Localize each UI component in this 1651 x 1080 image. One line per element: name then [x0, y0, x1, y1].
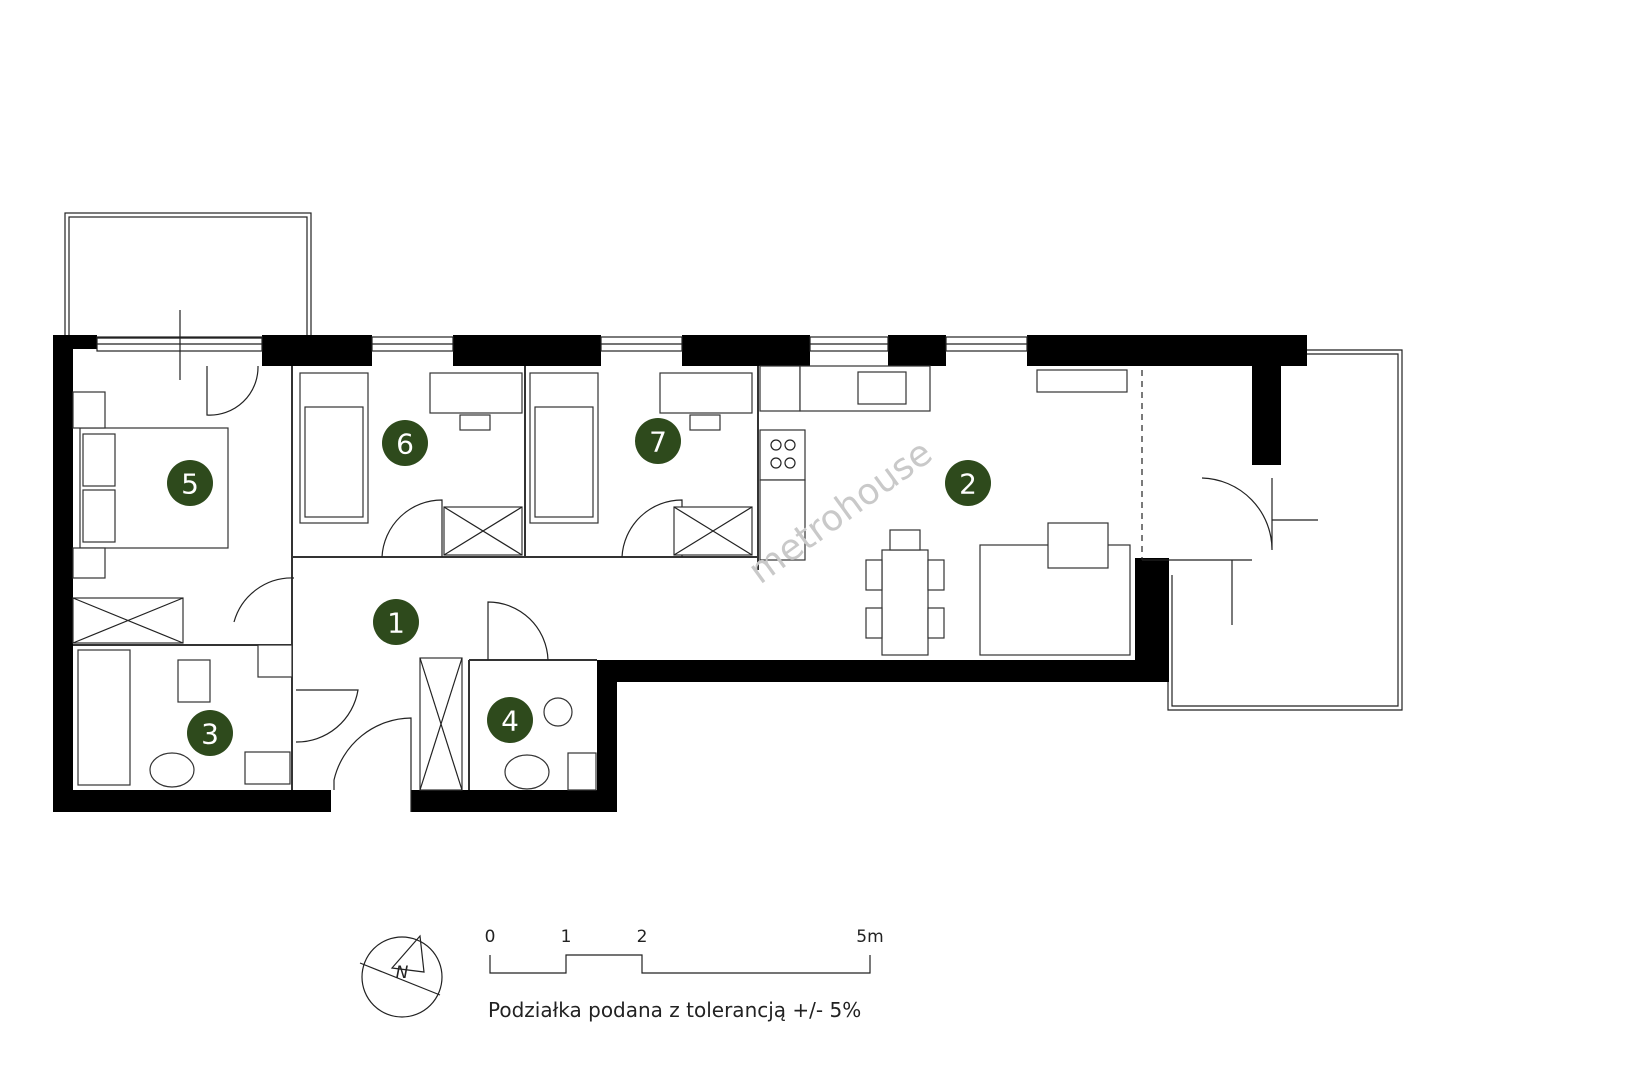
scale-tick-2: 2	[637, 927, 648, 947]
room-4-badge: 4	[487, 697, 533, 743]
room-3-badge: 3	[187, 710, 233, 756]
room-2-badge: 2	[945, 460, 991, 506]
furniture	[72, 365, 1131, 791]
scale-bar: 0 1 2 5m	[485, 927, 884, 974]
room-4-number: 4	[501, 705, 519, 738]
scale-tick-5m: 5m	[856, 927, 883, 947]
room-5-badge: 5	[167, 460, 213, 506]
scale-tick-0: 0	[485, 927, 496, 947]
scale-tolerance-note: Podziałka podana z tolerancją +/- 5%	[488, 998, 862, 1022]
compass-label: N	[396, 963, 409, 983]
room-5-number: 5	[181, 468, 199, 501]
room-2-number: 2	[959, 468, 977, 501]
exterior-walls	[53, 335, 1307, 812]
scale-tick-1: 1	[561, 927, 572, 947]
room-3-number: 3	[201, 718, 219, 751]
room-7-number: 7	[649, 426, 667, 459]
balcony-left	[64, 212, 312, 339]
room-1-number: 1	[387, 607, 405, 640]
balcony-right	[1167, 349, 1403, 711]
room-6-badge: 6	[382, 420, 428, 466]
room-1-badge: 1	[373, 599, 419, 645]
doors	[179, 310, 1318, 812]
room-6-number: 6	[396, 428, 414, 461]
north-arrow-icon: N	[359, 934, 443, 1018]
room-7-badge: 7	[635, 418, 681, 464]
